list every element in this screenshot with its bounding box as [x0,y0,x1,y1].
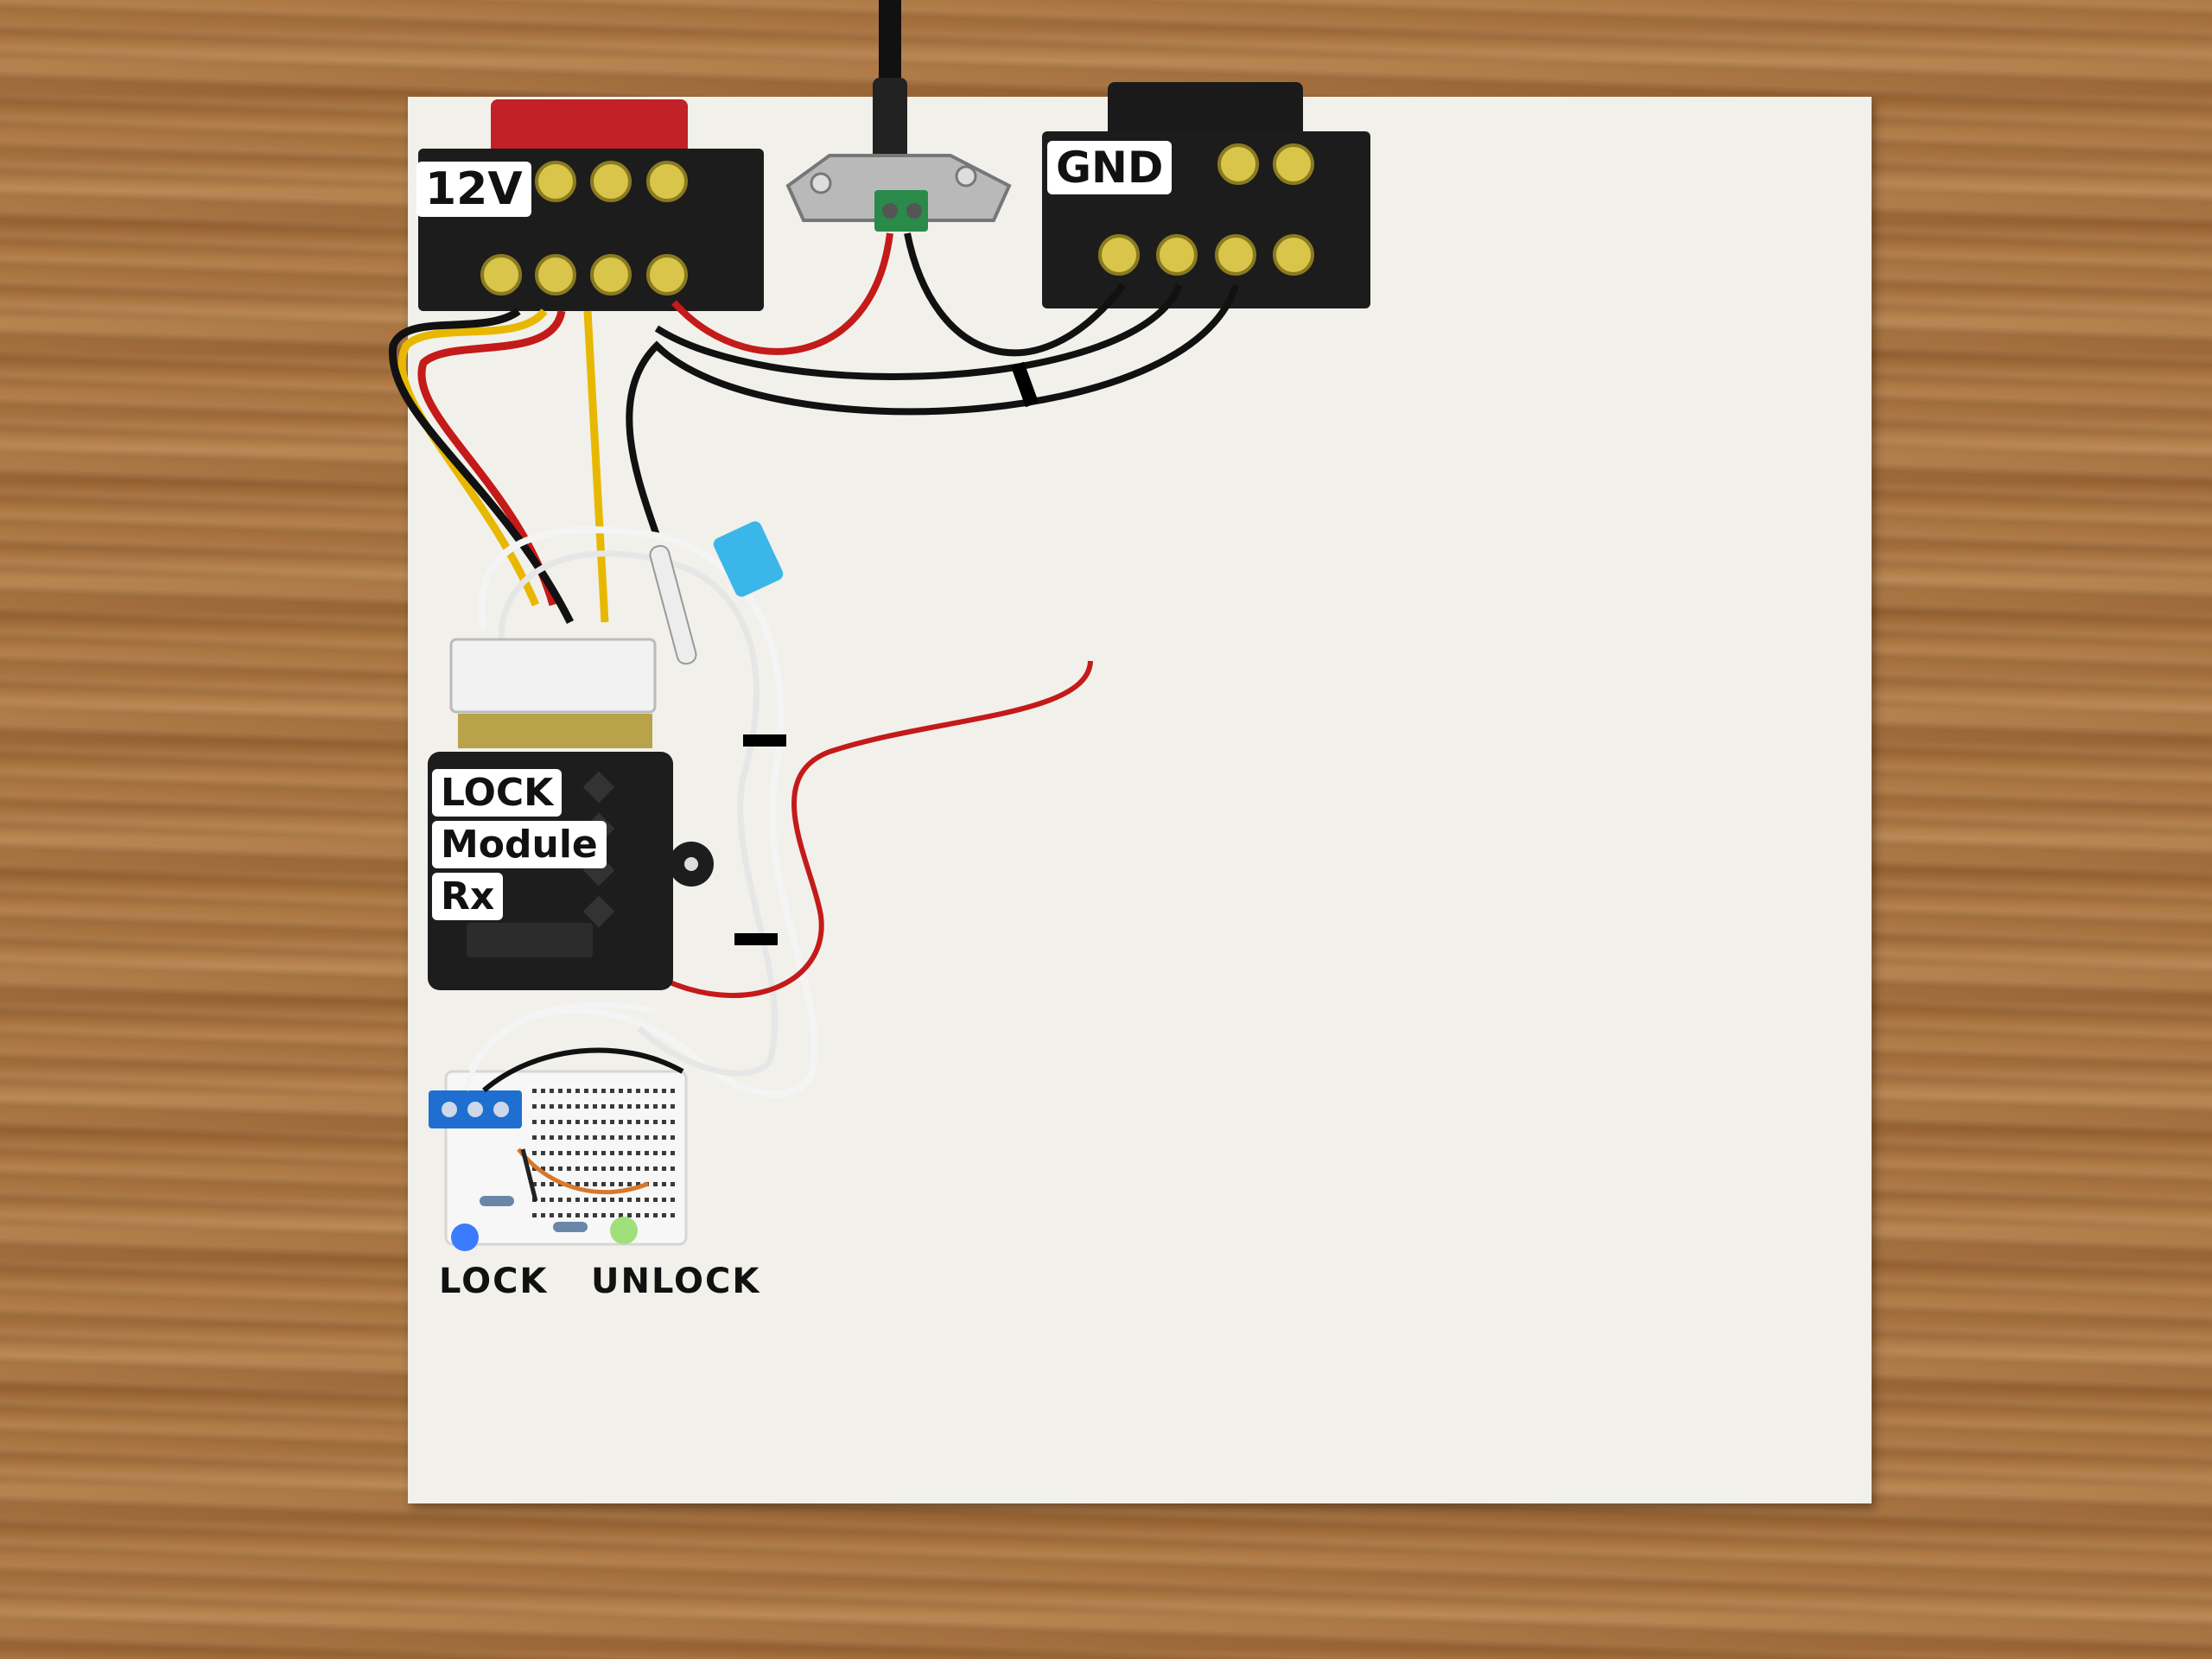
label-module-name: Module [432,821,607,868]
breadboard-holes [532,1089,675,1217]
label-module-rx: Rx [432,873,504,920]
cable-tie-mid [743,734,786,747]
terminal-block-12v-cover [491,99,688,160]
yellow-wire-down [583,310,609,623]
green-jack-connector [874,190,928,232]
cable-tie-low [734,933,778,945]
cable-tie-top [1010,361,1039,408]
led-green-icon [610,1217,638,1244]
blue-blade-fuse [713,521,784,597]
loose-red-wire [655,660,1093,998]
yellow-wire-loop [397,308,548,607]
lock-module-connector [449,638,657,714]
led-blue-icon [451,1224,479,1251]
label-gnd: GND [1047,141,1173,194]
bracket-screw-right-icon [955,165,977,188]
black-wire-gnd-bundle-1 [654,283,1183,380]
terminal-block-gnd-screws [1098,143,1314,276]
black-wire-loop [389,308,575,625]
dc-jack [873,78,907,173]
red-wire-jack-to-12v [671,232,893,355]
resistor-left [480,1196,514,1206]
label-unlock-led: UNLOCK [591,1262,761,1301]
terminal-block-12v-screws [480,161,688,296]
black-wire-gnd-bundle-2 [626,283,1239,537]
resistor-right [553,1222,588,1232]
red-wire-loop [417,309,566,607]
terminal-block-gnd-cover [1108,82,1303,141]
bracket-screw-left-icon [810,172,832,194]
black-jumper-wire [482,1047,684,1093]
label-lock-led: LOCK [439,1262,549,1301]
dark-jumper-wire [520,1148,538,1202]
dc-jack-bracket [785,154,1012,222]
label-12v: 12V [416,162,531,217]
black-wire-jack-to-gnd [904,232,1127,357]
white-jumper-wire [464,1001,658,1091]
label-module-lock: LOCK [432,769,563,817]
orange-jumper-wire [517,1147,649,1195]
white-wire-harness [454,526,818,1107]
lock-module-label-window [467,923,593,957]
white-wire-harness-2 [498,550,779,1077]
lock-module-pins [458,714,652,748]
fuse-holder [649,544,697,665]
